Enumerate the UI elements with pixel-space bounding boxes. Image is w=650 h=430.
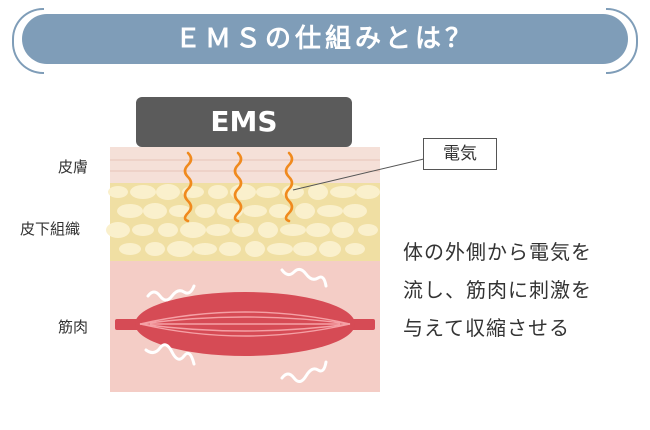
ems-device-label: EMS (210, 105, 278, 138)
description-line-3: 与えて収縮させる (403, 316, 570, 340)
skin-label: 皮膚 (58, 158, 89, 176)
subcutaneous-label: 皮下組織 (20, 220, 81, 238)
fat-blob (156, 184, 180, 200)
label-leader-line (292, 157, 429, 191)
fat-blob (258, 222, 278, 238)
fat-blob (256, 186, 280, 198)
electric-current (183, 151, 294, 223)
fat-blob (119, 243, 141, 255)
description-line-1: 体の外側から電気を (403, 240, 592, 264)
fat-blob (358, 224, 378, 236)
fat-blob (230, 184, 256, 200)
title-bar (22, 14, 628, 64)
fat-blob (293, 242, 317, 256)
fat-blobs (106, 184, 380, 257)
fat-blob (295, 203, 315, 219)
fat-blob (308, 184, 328, 200)
fat-blob (206, 224, 230, 236)
fat-blob (330, 186, 356, 198)
fat-blob (267, 243, 293, 255)
skin-lines (110, 159, 380, 172)
fat-blob (208, 185, 228, 199)
fat-blob (108, 186, 128, 198)
page-title: ＥＭＳの仕組みとは？ (174, 24, 475, 54)
fat-blob (269, 204, 291, 218)
fat-blob (332, 222, 354, 238)
fat-blob (245, 241, 265, 257)
skin-layer (110, 147, 380, 183)
fat-blob (143, 203, 167, 219)
fat-blob (232, 223, 254, 237)
fat-blob (317, 205, 343, 217)
fat-blob (130, 185, 156, 199)
ems-device (136, 97, 352, 147)
fat-blob (106, 222, 130, 238)
fat-blob (306, 223, 330, 237)
fat-blob (158, 223, 178, 237)
fat-blob (195, 204, 215, 218)
fat-blob (243, 205, 267, 217)
fat-blob (193, 243, 217, 255)
fat-blob (345, 243, 365, 255)
fat-blob (132, 224, 154, 236)
fat-blob (180, 222, 206, 238)
muscle-label: 筋肉 (58, 318, 89, 336)
fat-blob (219, 242, 241, 256)
muscle-fiber (115, 292, 375, 356)
fat-blob (356, 185, 380, 199)
fat-blob (145, 242, 165, 256)
fat-blob (167, 241, 193, 257)
contraction-marks (144, 267, 328, 383)
fat-blob (280, 224, 306, 236)
fat-blob (117, 204, 143, 218)
fat-blob (343, 204, 367, 218)
fat-blob (319, 241, 341, 257)
electricity-label: 電気 (423, 138, 497, 170)
description-line-2: 流し、筋肉に刺激を (403, 278, 592, 302)
